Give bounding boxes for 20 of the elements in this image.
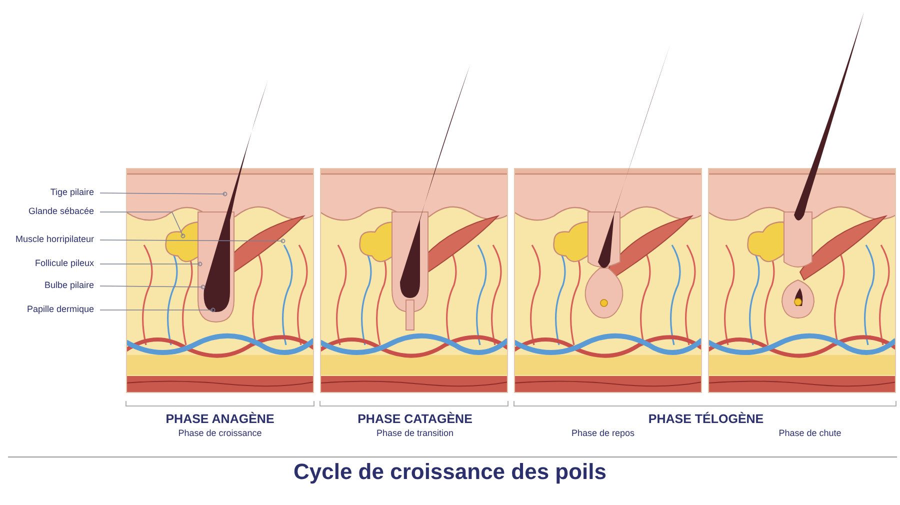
part-label: Papille dermique — [2, 304, 94, 315]
part-label: Muscle horripilateur — [2, 234, 94, 245]
phase-title: PHASE ANAGÈNE — [166, 412, 274, 427]
phase-subtitle: Phase de transition — [376, 428, 454, 439]
leader-line — [100, 262, 202, 266]
part-label: Bulbe pilaire — [2, 280, 94, 291]
leader-line — [100, 308, 216, 312]
part-label: Follicule pileux — [2, 258, 94, 269]
leader-line — [100, 212, 186, 238]
phase-title: PHASE CATAGÈNE — [358, 412, 472, 427]
part-label: Glande sébacée — [2, 206, 94, 217]
diagram-title: Cycle de croissance des poils — [293, 458, 607, 486]
leader-line — [100, 284, 206, 290]
leader-line — [100, 238, 286, 244]
phase-subtitle: Phase de repos — [571, 428, 635, 439]
part-label: Tige pilaire — [2, 187, 94, 198]
phase-subtitle: Phase de chute — [778, 428, 842, 439]
leader-line — [100, 192, 228, 196]
phase-subtitle: Phase de croissance — [178, 428, 262, 439]
phase-title: PHASE TÉLOGÈNE — [648, 412, 764, 427]
